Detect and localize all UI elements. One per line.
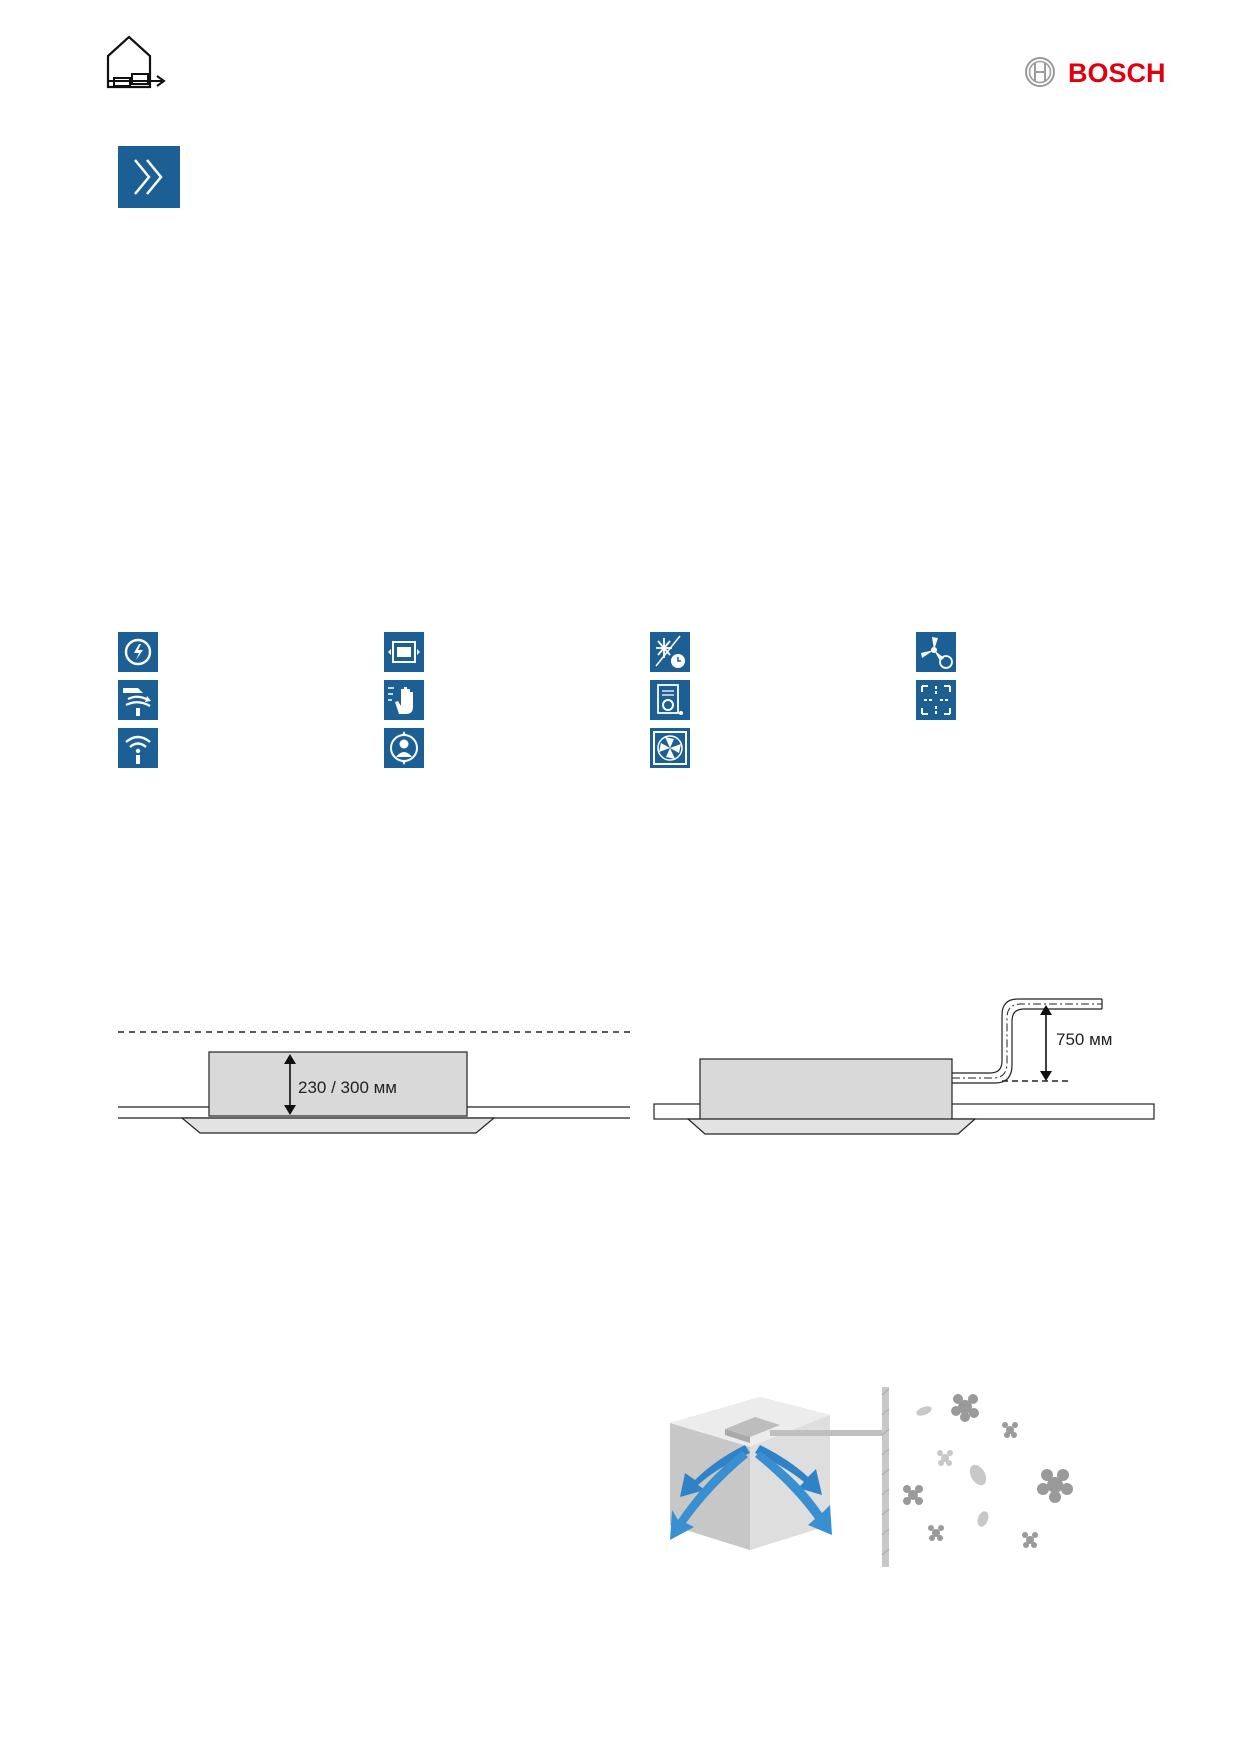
fan-box-icon [650, 728, 690, 768]
height-dimension-label: 230 / 300 мм [298, 1078, 397, 1097]
fan-speed-icon [916, 632, 956, 672]
touch-hand-icon [384, 680, 424, 720]
category-icon [104, 34, 170, 96]
cassette-airflow-room-icon [660, 1385, 1080, 1575]
drain-pump-diagram: 750 мм [650, 985, 1160, 1145]
user-profile-icon [384, 728, 424, 768]
ceiling-height-diagram: 230 / 300 мм [114, 1025, 634, 1145]
bosch-logo: BOSCH [1023, 52, 1173, 92]
bosch-armature-icon [1025, 57, 1055, 87]
pump-lift-label: 750 мм [1056, 1030, 1112, 1049]
display-panel-icon [384, 632, 424, 672]
wifi-remote-icon [118, 728, 158, 768]
brand-name: BOSCH [1068, 58, 1166, 88]
filter-settings-icon [650, 680, 690, 720]
energy-cycle-icon [118, 632, 158, 672]
four-way-airflow-icon [916, 680, 956, 720]
double-chevron-right-icon [118, 146, 180, 208]
air-swing-icon [118, 680, 158, 720]
freeze-timer-icon [650, 632, 690, 672]
